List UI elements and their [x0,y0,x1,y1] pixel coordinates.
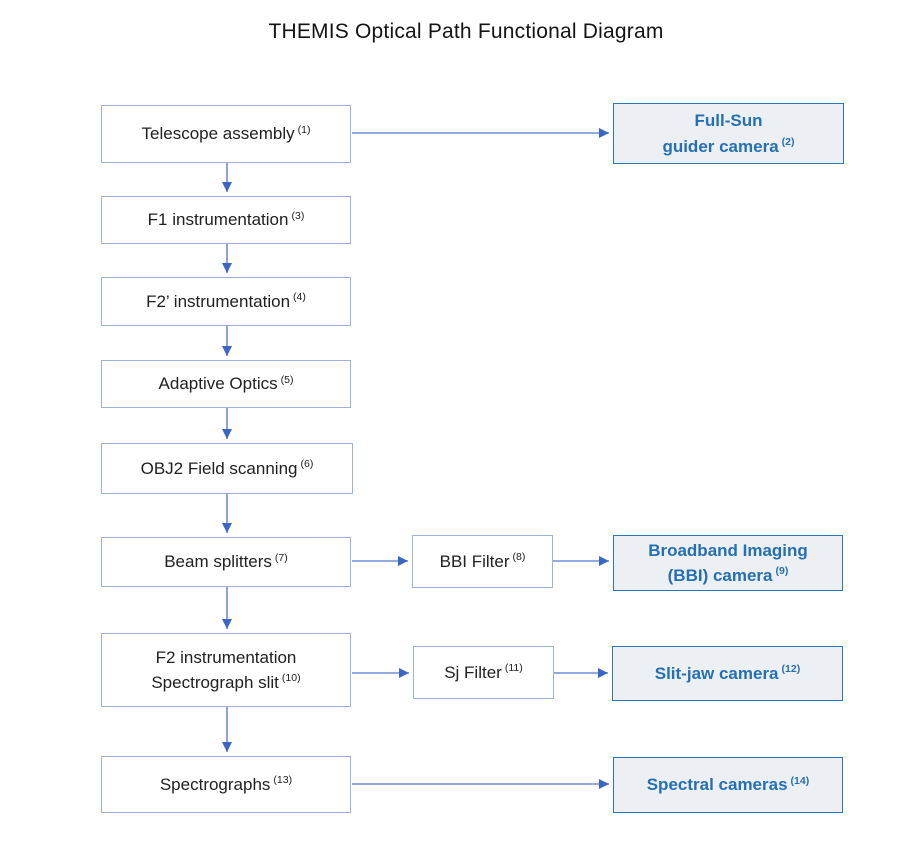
node-telescope-assembly: Telescope assembly(1) [101,105,351,163]
node-label: F2’ instrumentation(4) [146,289,306,315]
footnote-ref: (14) [790,774,810,787]
node-beam-splitters: Beam splitters(7) [101,537,351,587]
node-adaptive-optics: Adaptive Optics(5) [101,360,351,408]
node-f2-instrumentation-spectrograph-slit: F2 instrumentation Spectrograph slit(10) [101,633,351,707]
node-label: Adaptive Optics(5) [159,371,294,397]
label-text: Sj Filter [444,662,502,682]
label-text: OBJ2 Field scanning [140,458,298,478]
footnote-ref: (1) [297,123,311,136]
node-label-line2: (BBI) camera(9) [668,563,789,589]
diagram-title: THEMIS Optical Path Functional Diagram [268,20,664,43]
label-text: Slit-jaw camera [654,663,779,683]
node-f1-instrumentation: F1 instrumentation(3) [101,196,351,244]
label-text: Broadband Imaging [648,540,808,560]
label-text: Full-Sun [694,111,763,130]
node-full-sun-guider-camera: Full-Sun guider camera(2) [613,103,844,164]
label-text: Adaptive Optics [158,374,278,394]
node-spectral-cameras: Spectral cameras(14) [613,757,843,813]
footnote-ref: (11) [504,662,523,675]
node-obj2-field-scanning: OBJ2 Field scanning(6) [101,443,353,494]
node-label: BBI Filter(8) [440,549,526,575]
node-label: Slit-jaw camera(12) [655,661,801,687]
node-f2-prime-instrumentation: F2’ instrumentation(4) [101,277,351,326]
node-label-line2: Spectrograph slit(10) [151,670,300,696]
label-text: (BBI) camera [667,566,773,585]
footnote-ref: (6) [300,458,314,471]
footnote-ref: (4) [293,291,306,304]
node-label: Sj Filter(11) [444,660,523,686]
footnote-ref: (3) [291,209,305,222]
node-label: OBJ2 Field scanning(6) [141,456,314,482]
label-text: BBI Filter [439,551,510,571]
node-label-line1: Broadband Imaging [648,538,808,564]
label-text: Spectrographs [159,774,271,794]
footnote-ref: (10) [281,672,301,685]
label-text: F1 instrumentation [147,210,289,230]
node-sj-filter: Sj Filter(11) [413,646,554,699]
footnote-ref: (2) [781,135,795,148]
label-text: Spectral cameras [646,775,788,795]
label-text: Telescope assembly [141,124,295,144]
node-label: F1 instrumentation(3) [148,207,305,233]
footnote-ref: (13) [273,774,293,787]
node-label-line1: Full-Sun [695,108,763,134]
node-label: Spectral cameras(14) [647,772,810,798]
footnote-ref: (12) [781,663,801,676]
node-label-line1: F2 instrumentation [156,645,297,671]
footnote-ref: (9) [775,565,789,578]
node-label: Beam splitters(7) [164,549,288,575]
node-slit-jaw-camera: Slit-jaw camera(12) [612,646,843,701]
node-label: Telescope assembly(1) [142,121,311,147]
node-spectrographs: Spectrographs(13) [101,756,351,813]
label-text: Beam splitters [164,552,272,572]
label-text: F2 instrumentation [155,647,297,667]
footnote-ref: (8) [512,551,526,564]
footnote-ref: (7) [274,551,288,564]
node-label-line2: guider camera(2) [662,134,794,160]
node-broadband-imaging-camera: Broadband Imaging (BBI) camera(9) [613,535,843,591]
node-bbi-filter: BBI Filter(8) [412,535,553,588]
label-text: Spectrograph slit [151,673,279,692]
label-text: F2’ instrumentation [146,291,291,311]
label-text: guider camera [662,136,779,156]
footnote-ref: (5) [280,373,294,386]
node-label: Spectrographs(13) [160,772,292,798]
